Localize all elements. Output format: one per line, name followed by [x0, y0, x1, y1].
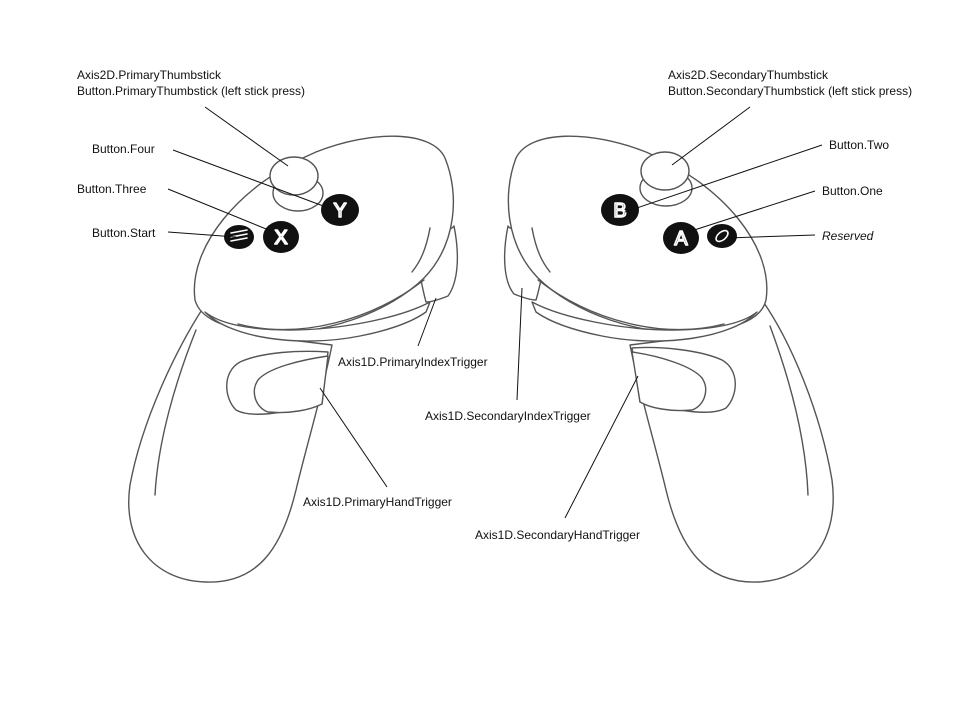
- label-button-one: Button.One: [822, 184, 883, 198]
- labels: Axis2D.PrimaryThumbstick Button.PrimaryT…: [77, 68, 912, 542]
- label-secondary-thumbstick-axis: Axis2D.SecondaryThumbstick: [668, 68, 829, 82]
- leader-primary-hand-trigger: [319, 387, 388, 488]
- right-grip-seam: [769, 325, 809, 496]
- label-secondary-thumbstick-button: Button.SecondaryThumbstick (left stick p…: [668, 84, 912, 98]
- right-hand-trigger-inner: [631, 351, 707, 412]
- leader-button-four: [172, 149, 335, 211]
- leader-primary-index-trigger: [417, 297, 437, 347]
- button-x[interactable]: [263, 221, 299, 253]
- a-button-label: A: [674, 228, 688, 250]
- right-head-lip: [531, 301, 758, 342]
- button-a[interactable]: [663, 222, 699, 254]
- label-button-start: Button.Start: [92, 226, 156, 240]
- button-y[interactable]: [321, 194, 359, 226]
- left-grip: [128, 307, 333, 583]
- oculus-logo-icon: [715, 229, 729, 243]
- reserved-button[interactable]: [707, 224, 737, 248]
- leader-button-start: [167, 231, 237, 238]
- left-head-lip: [204, 301, 431, 342]
- label-primary-thumbstick-axis: Axis2D.PrimaryThumbstick: [77, 68, 222, 82]
- label-reserved: Reserved: [822, 229, 874, 243]
- label-button-two: Button.Two: [829, 138, 889, 152]
- left-menu-button[interactable]: [224, 225, 254, 249]
- y-button-label: Y: [333, 200, 346, 222]
- leader-lines: [167, 106, 823, 519]
- label-button-four: Button.Four: [92, 142, 155, 156]
- label-primary-thumbstick-button: Button.PrimaryThumbstick (left stick pre…: [77, 84, 305, 98]
- leader-button-two: [624, 144, 823, 213]
- left-grip-seam: [154, 329, 197, 496]
- leader-reserved: [726, 234, 816, 239]
- left-hand-trigger-inner: [253, 355, 329, 414]
- leader-primary-thumbstick: [204, 106, 289, 167]
- x-button-label: X: [274, 227, 287, 249]
- right-controller: B A: [503, 135, 834, 583]
- label-secondary-hand-trigger: Axis1D.SecondaryHandTrigger: [475, 528, 640, 542]
- label-button-three: Button.Three: [77, 182, 147, 196]
- button-b[interactable]: [601, 194, 639, 226]
- label-primary-hand-trigger: Axis1D.PrimaryHandTrigger: [303, 495, 452, 509]
- b-button-label: B: [613, 200, 626, 222]
- leader-button-one: [684, 190, 816, 234]
- leader-secondary-index-trigger: [516, 287, 523, 401]
- label-primary-index-trigger: Axis1D.PrimaryIndexTrigger: [338, 355, 488, 369]
- left-controller: X Y: [128, 135, 459, 583]
- leader-secondary-thumbstick: [671, 106, 751, 166]
- label-secondary-index-trigger: Axis1D.SecondaryIndexTrigger: [425, 409, 591, 423]
- leader-secondary-hand-trigger: [564, 375, 639, 519]
- leader-button-three: [167, 188, 277, 234]
